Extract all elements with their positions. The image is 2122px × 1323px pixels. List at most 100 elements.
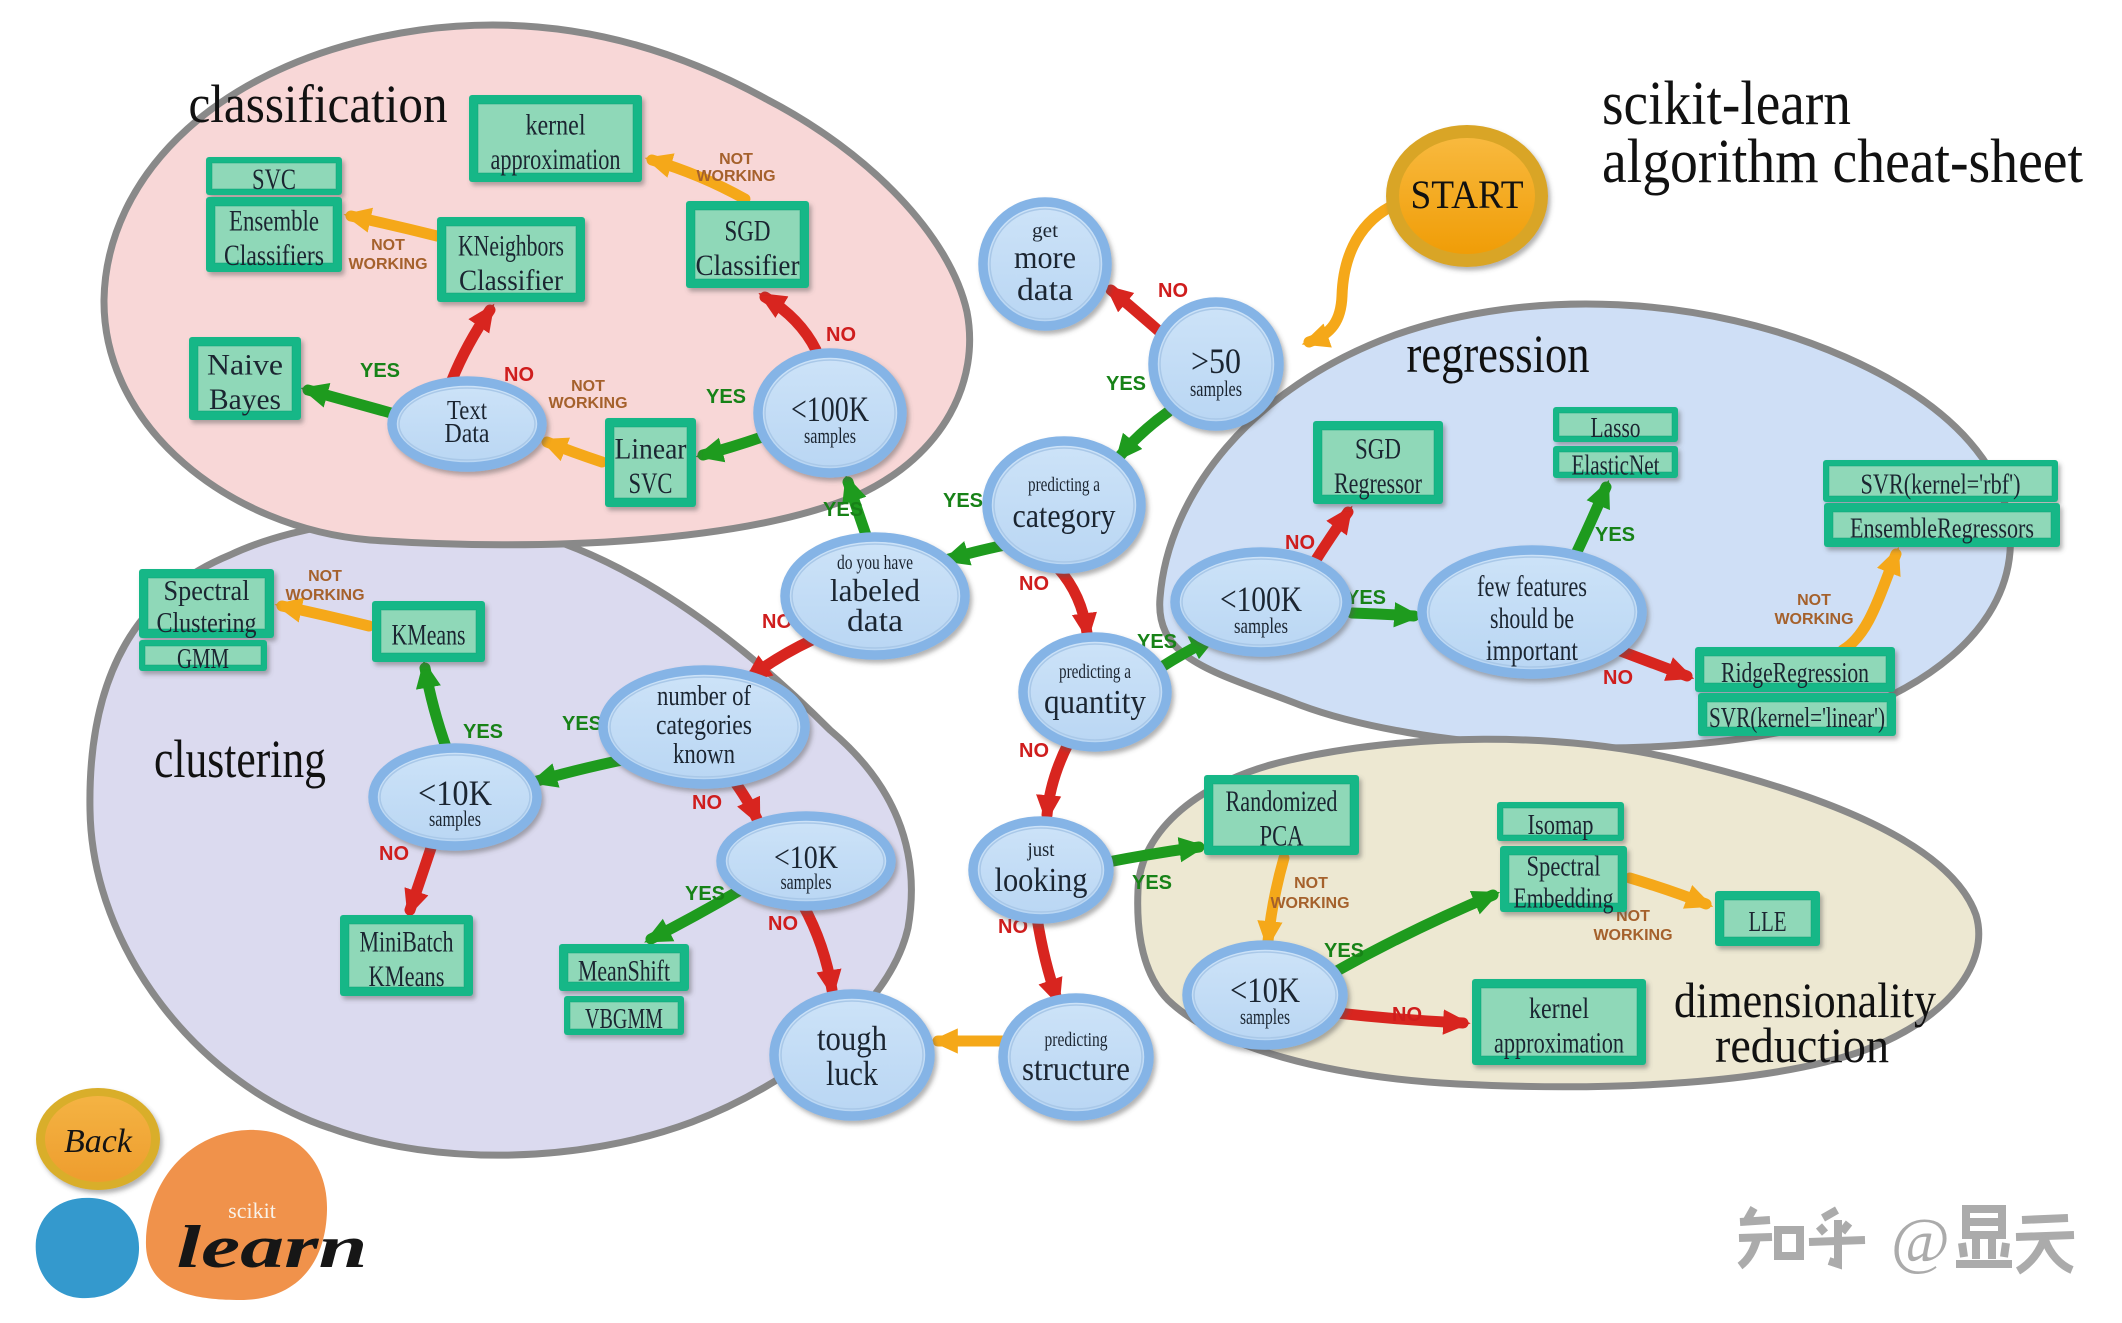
svg-text:do you have: do you have <box>837 552 913 574</box>
svg-text:samples: samples <box>1190 376 1242 401</box>
svg-text:NOT: NOT <box>1616 908 1650 925</box>
svg-text:classification: classification <box>189 74 448 134</box>
svg-text:SVR(kernel='rbf'): SVR(kernel='rbf') <box>1861 470 2021 501</box>
svg-text:Naive: Naive <box>207 349 283 382</box>
svg-text:WORKING: WORKING <box>548 395 627 412</box>
svg-text:KNeighbors: KNeighbors <box>458 230 564 263</box>
svg-text:samples: samples <box>804 423 856 448</box>
svg-text:<10K: <10K <box>774 840 838 876</box>
svg-text:samples: samples <box>1234 613 1288 638</box>
svg-text:WORKING: WORKING <box>348 256 427 273</box>
svg-text:data: data <box>847 602 903 638</box>
svg-text:Isomap: Isomap <box>1528 810 1594 841</box>
svg-text:NO: NO <box>762 611 792 633</box>
svg-text:NOT: NOT <box>308 568 342 585</box>
svg-text:predicting a: predicting a <box>1028 474 1100 496</box>
svg-text:MiniBatch: MiniBatch <box>360 926 454 959</box>
svg-text:YES: YES <box>1324 940 1364 962</box>
svg-text:<10K: <10K <box>418 773 492 813</box>
svg-text:NOT: NOT <box>1294 875 1328 892</box>
svg-text:scikit: scikit <box>228 1198 276 1223</box>
svg-text:labeled: labeled <box>830 572 920 608</box>
svg-text:luck: luck <box>826 1054 878 1093</box>
svg-text:KMeans: KMeans <box>392 619 466 652</box>
svg-text:predicting: predicting <box>1045 1029 1108 1051</box>
svg-text:WORKING: WORKING <box>1270 895 1349 912</box>
svg-text:Classifier: Classifier <box>459 264 563 297</box>
svg-text:kernel: kernel <box>1529 992 1589 1025</box>
svg-text:WORKING: WORKING <box>1774 611 1853 628</box>
svg-text:categories: categories <box>656 710 752 741</box>
svg-text:>50: >50 <box>1191 341 1241 381</box>
svg-text:NO: NO <box>1285 532 1315 554</box>
svg-text:<10K: <10K <box>1230 970 1300 1010</box>
svg-text:SVC: SVC <box>252 163 296 196</box>
svg-text:NO: NO <box>1158 280 1188 302</box>
svg-text:number of: number of <box>657 681 752 712</box>
svg-text:<100K: <100K <box>791 389 869 429</box>
svg-text:YES: YES <box>1132 872 1172 894</box>
svg-text:EnsembleRegressors: EnsembleRegressors <box>1850 514 2034 545</box>
svg-text:YES: YES <box>685 883 725 905</box>
svg-text:Data: Data <box>445 418 490 448</box>
svg-text:NOT: NOT <box>371 237 405 254</box>
svg-text:YES: YES <box>463 721 503 743</box>
svg-text:get: get <box>1032 220 1058 242</box>
svg-text:YES: YES <box>562 713 602 735</box>
svg-text:NO: NO <box>1019 740 1049 762</box>
svg-text:dimensionality: dimensionality <box>1674 972 1936 1028</box>
svg-text:WORKING: WORKING <box>696 168 775 185</box>
svg-text:SVR(kernel='linear'): SVR(kernel='linear') <box>1709 703 1885 734</box>
svg-text:predicting a: predicting a <box>1059 661 1131 683</box>
svg-text:samples: samples <box>1240 1004 1290 1029</box>
svg-text:RidgeRegression: RidgeRegression <box>1721 658 1869 689</box>
svg-text:scikit-learn: scikit-learn <box>1602 70 1851 138</box>
svg-text:algorithm cheat-sheet: algorithm cheat-sheet <box>1602 128 2083 196</box>
svg-text:should be: should be <box>1490 602 1574 635</box>
svg-text:YES: YES <box>706 386 746 408</box>
svg-text:NO: NO <box>1603 667 1633 689</box>
svg-text:<100K: <100K <box>1220 579 1302 619</box>
svg-text:reduction: reduction <box>1715 1017 1889 1073</box>
svg-text:important: important <box>1486 634 1579 667</box>
svg-text:YES: YES <box>943 490 983 512</box>
svg-text:NOT: NOT <box>571 378 605 395</box>
svg-text:learn: learn <box>177 1214 368 1280</box>
svg-text:YES: YES <box>360 360 400 382</box>
svg-text:Ensemble: Ensemble <box>229 205 319 238</box>
svg-text:NO: NO <box>379 843 409 865</box>
svg-text:structure: structure <box>1022 1051 1130 1088</box>
svg-text:VBGMM: VBGMM <box>585 1004 663 1035</box>
svg-text:Clustering: Clustering <box>157 608 257 639</box>
svg-text:YES: YES <box>1137 631 1177 653</box>
svg-text:GMM: GMM <box>177 644 229 675</box>
svg-text:Text: Text <box>447 395 487 425</box>
svg-text:@: @ <box>1891 1205 1950 1276</box>
svg-text:NO: NO <box>768 913 798 935</box>
svg-text:WORKING: WORKING <box>1593 927 1672 944</box>
svg-text:KMeans: KMeans <box>369 960 445 993</box>
svg-text:Spectral: Spectral <box>1527 852 1601 883</box>
svg-text:approximation: approximation <box>1494 1026 1624 1059</box>
svg-text:just: just <box>1027 839 1055 861</box>
svg-text:START: START <box>1411 172 1524 217</box>
svg-text:NO: NO <box>1392 1004 1422 1026</box>
svg-text:approximation: approximation <box>491 143 621 176</box>
svg-text:SGD: SGD <box>725 215 771 248</box>
svg-text:few features: few features <box>1477 570 1587 603</box>
svg-text:MeanShift: MeanShift <box>578 955 670 988</box>
svg-text:samples: samples <box>781 869 832 894</box>
svg-text:Embedding: Embedding <box>1514 884 1614 915</box>
svg-text:Lasso: Lasso <box>1591 413 1641 444</box>
svg-text:PCA: PCA <box>1260 819 1304 852</box>
svg-text:quantity: quantity <box>1044 684 1146 721</box>
svg-text:YES: YES <box>823 499 863 521</box>
svg-text:NO: NO <box>826 324 856 346</box>
svg-text:regression: regression <box>1407 324 1590 384</box>
svg-text:NO: NO <box>504 364 534 386</box>
svg-text:Linear: Linear <box>615 433 687 466</box>
svg-text:tough: tough <box>817 1019 887 1058</box>
svg-text:more: more <box>1014 239 1076 275</box>
svg-text:clustering: clustering <box>154 729 326 789</box>
svg-text:YES: YES <box>1106 373 1146 395</box>
